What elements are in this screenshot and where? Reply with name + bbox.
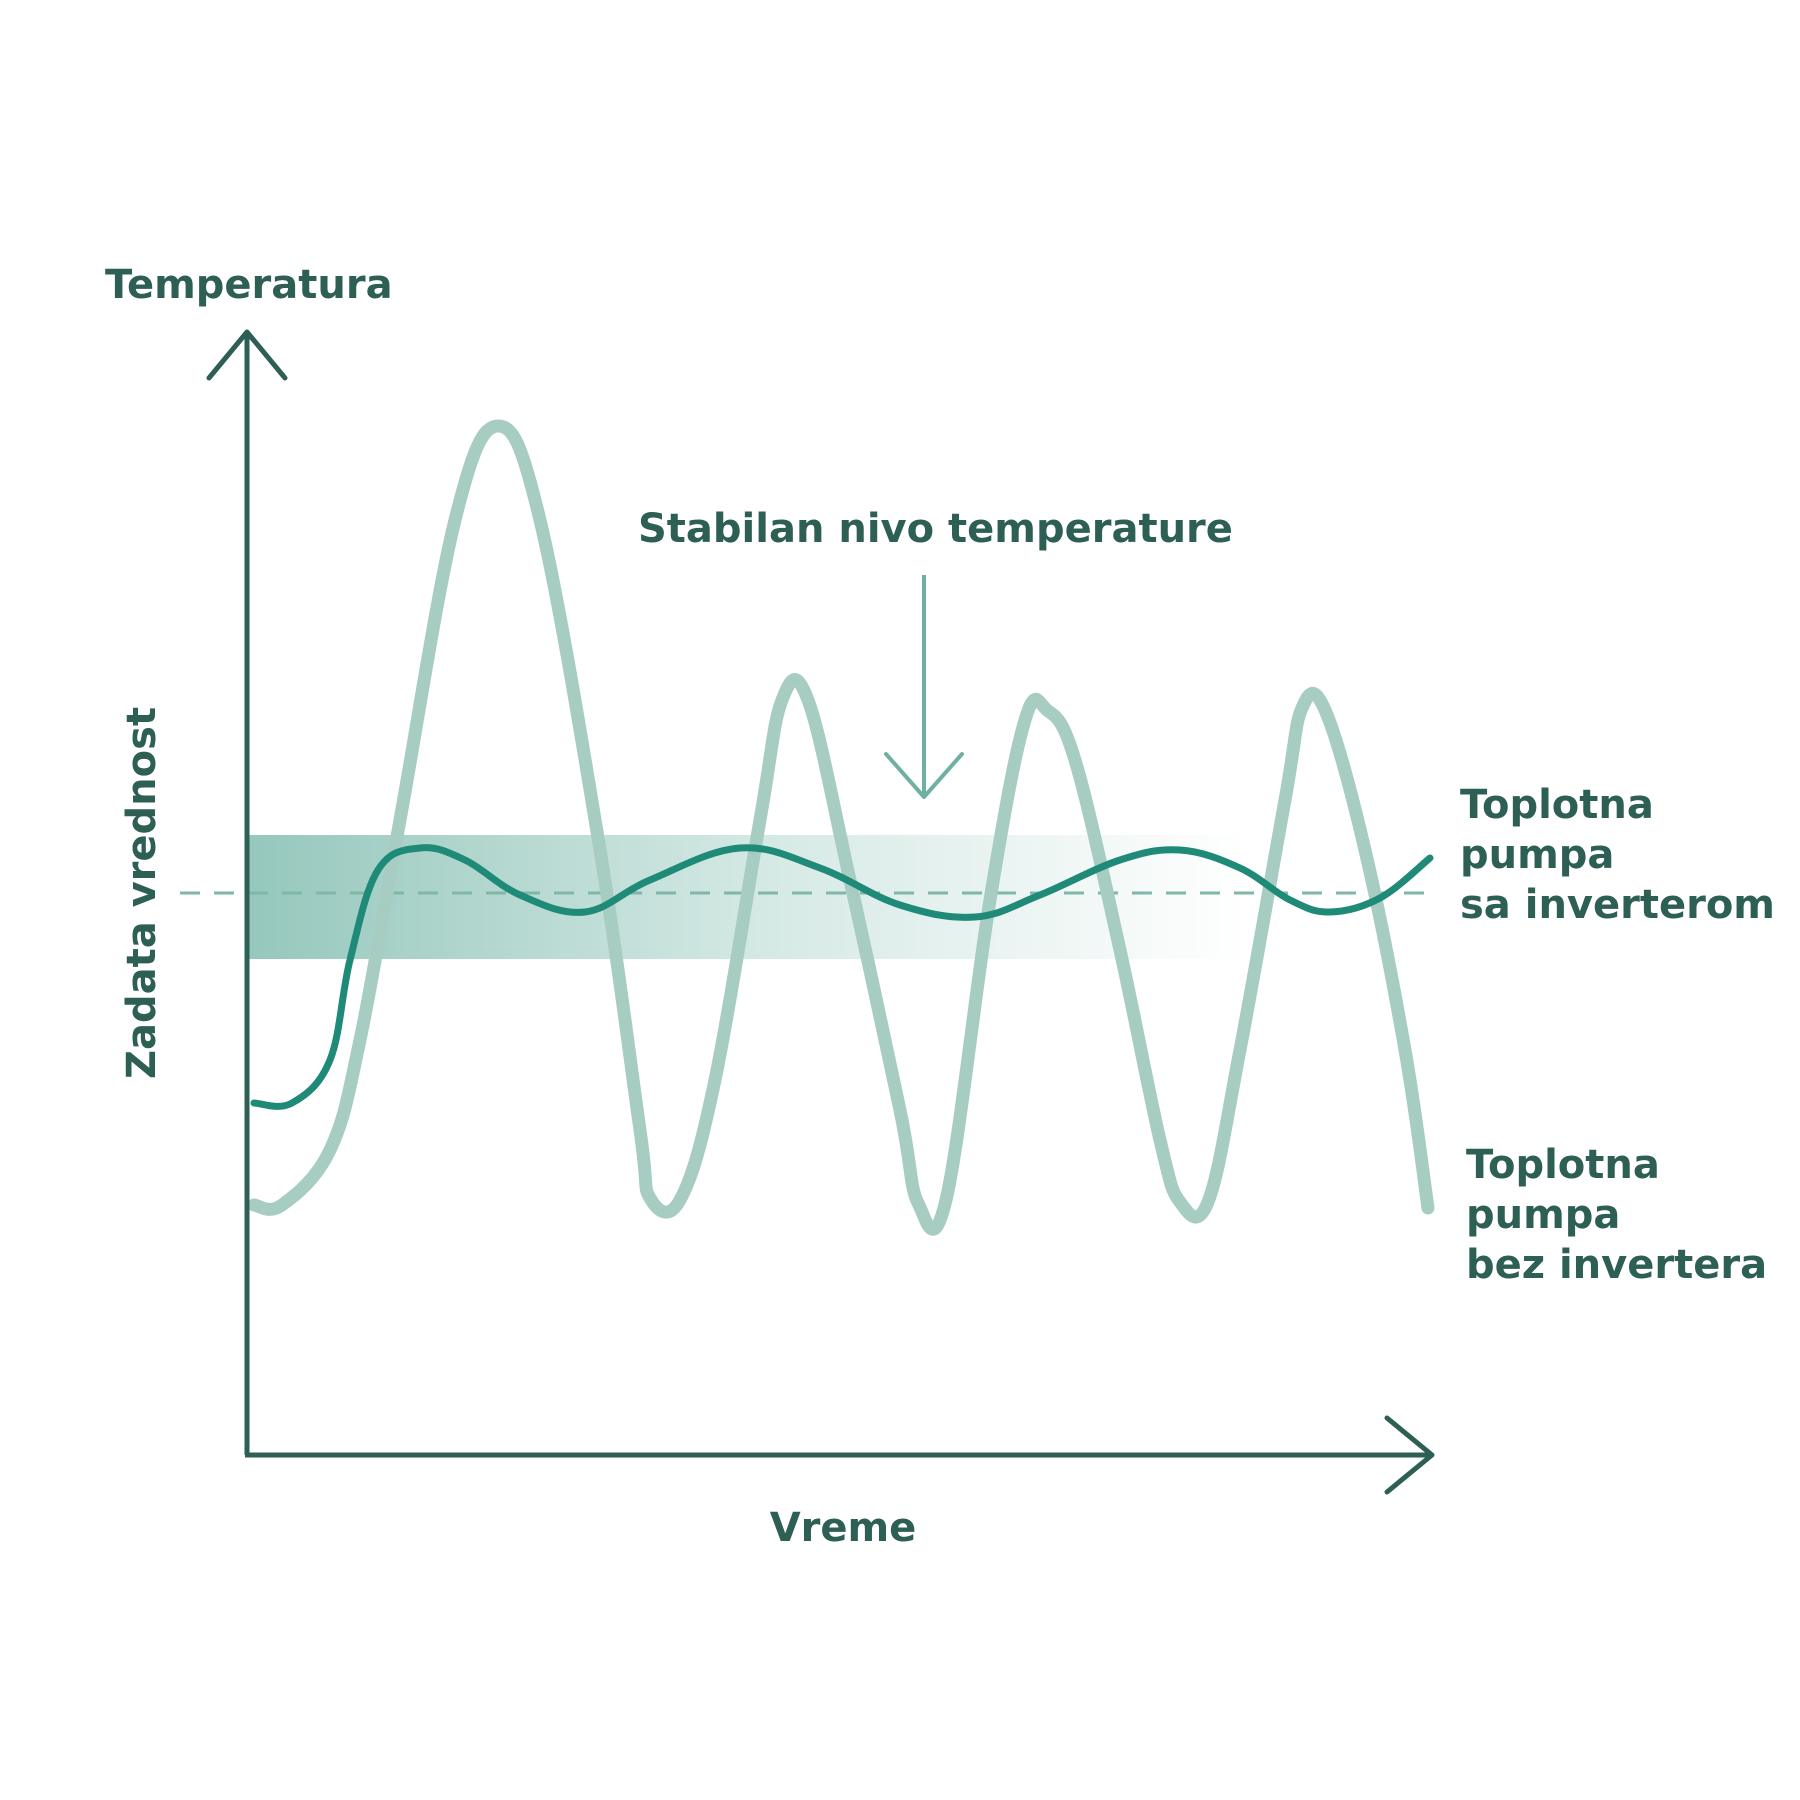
legend-inverter: Toplotna pumpa sa inverterom bbox=[1460, 782, 1775, 928]
series-inverter-line bbox=[250, 844, 1434, 1110]
x-axis-arrow bbox=[1384, 1415, 1435, 1495]
setpoint-label: Zadata vrednost bbox=[119, 707, 165, 1079]
y-axis-arrow bbox=[206, 329, 288, 381]
series-no-inverter-line bbox=[247, 419, 1435, 1236]
annotation-label: Stabilan nivo temperature bbox=[638, 506, 1233, 552]
legend-no-inverter: Toplotna pumpa bez invertera bbox=[1466, 1142, 1767, 1288]
annotation-arrowhead bbox=[884, 752, 964, 799]
y-axis-title: Temperatura bbox=[105, 262, 393, 308]
x-axis-title: Vreme bbox=[770, 1505, 917, 1551]
